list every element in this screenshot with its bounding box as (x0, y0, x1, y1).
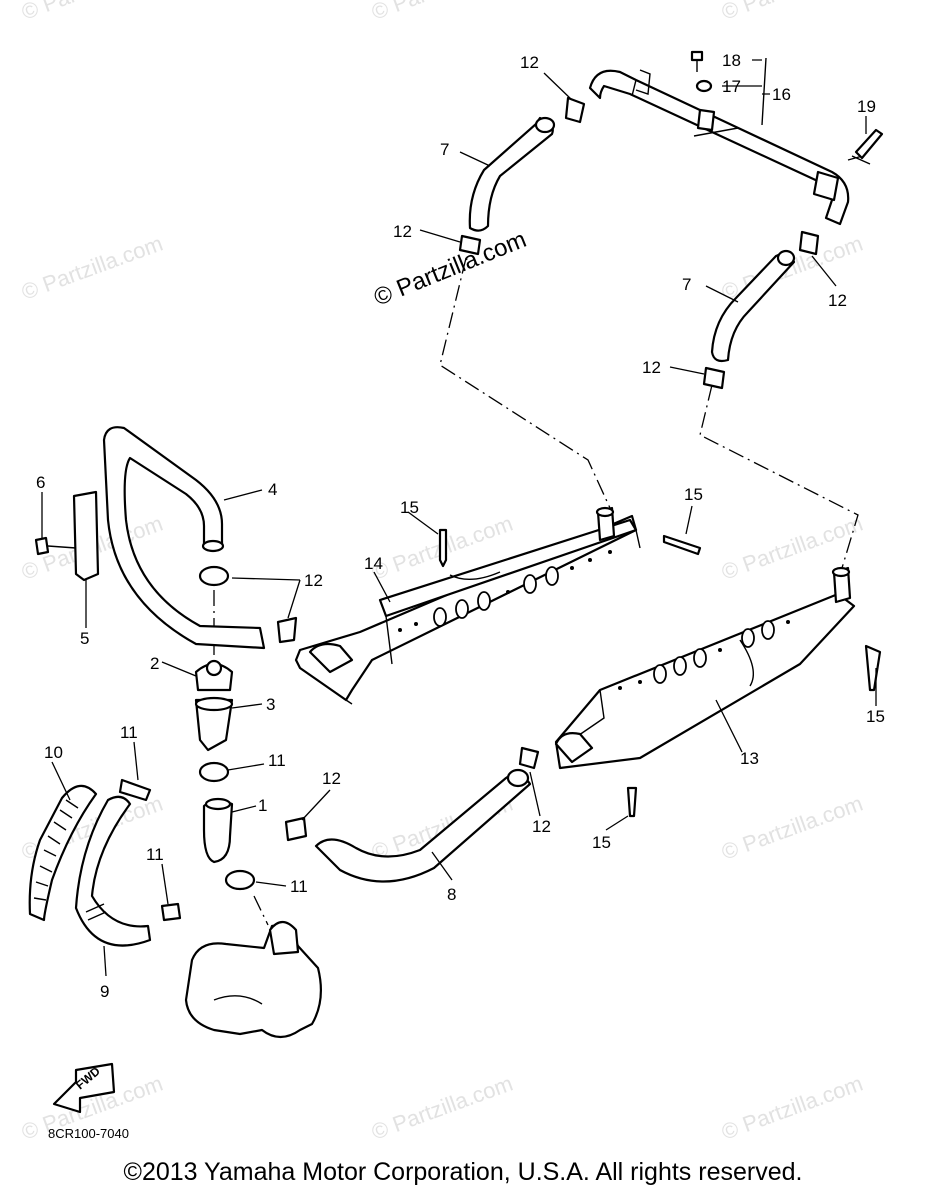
callout-11: 11 (290, 877, 308, 896)
callout-10: 10 (44, 743, 63, 762)
callout-15: 15 (684, 485, 703, 504)
watermark: © Partzilla.com (718, 1071, 866, 1145)
callout-15: 15 (866, 707, 885, 726)
rivets (438, 528, 882, 818)
callout-2: 2 (150, 654, 159, 673)
callout-12: 12 (532, 817, 551, 836)
callout-14: 14 (364, 554, 383, 573)
callout-8: 8 (447, 885, 456, 904)
heat-exchanger-right (554, 566, 856, 770)
diagram-code: 8CR100-7040 (48, 1126, 129, 1141)
hose-1 (202, 797, 234, 864)
copyright-notice: ©2013 Yamaha Motor Corporation, U.S.A. A… (123, 1158, 803, 1186)
engine-housing (184, 920, 323, 1039)
watermark: © Partzilla.com (718, 0, 866, 25)
callout-1: 1 (258, 796, 267, 815)
callout-12: 12 (828, 291, 847, 310)
upper-left-hose (458, 96, 586, 256)
upper-crossover-pipe (588, 57, 850, 226)
leader-lines (41, 59, 877, 977)
callout-13: 13 (740, 749, 759, 768)
watermarks: © Partzilla.com © Partzilla.com © Partzi… (18, 0, 866, 1145)
bent-hose-4 (34, 426, 266, 650)
watermark: © Partzilla.com (718, 791, 866, 865)
callout-16: 16 (772, 85, 791, 104)
watermark: © Partzilla.com (368, 1071, 516, 1145)
callout-19: 19 (857, 97, 876, 116)
callout-17: 17 (722, 77, 741, 96)
callout-15: 15 (400, 498, 419, 517)
callout-11: 11 (146, 845, 164, 864)
fittings-17-18-19 (690, 50, 884, 165)
callout-11: 11 (268, 751, 286, 770)
callout-11: 11 (120, 723, 138, 742)
thermostat-assembly (194, 659, 234, 752)
callout-7: 7 (682, 275, 691, 294)
callouts: 12 7 12 18 17 16 19 7 12 12 4 6 5 15 14 … (36, 51, 885, 1001)
callout-3: 3 (266, 695, 275, 714)
watermark: © Partzilla.com (368, 0, 516, 25)
callout-9: 9 (100, 982, 109, 1001)
callout-18: 18 (722, 51, 741, 70)
callout-4: 4 (268, 480, 277, 499)
upper-right-hose (702, 230, 820, 390)
callout-7: 7 (440, 140, 449, 159)
callout-12: 12 (304, 571, 323, 590)
watermark: © Partzilla.com (18, 231, 166, 305)
clamps (118, 565, 540, 922)
callout-6: 6 (36, 473, 45, 492)
callout-15: 15 (592, 833, 611, 852)
hose-9 (74, 795, 152, 947)
hose-8 (314, 768, 532, 883)
callout-12: 12 (322, 769, 341, 788)
callout-5: 5 (80, 629, 89, 648)
callout-12: 12 (642, 358, 661, 377)
callout-12: 12 (520, 53, 539, 72)
callout-12: 12 (393, 222, 412, 241)
corrugated-hose-10 (28, 784, 98, 922)
heat-exchanger-left (294, 506, 641, 705)
watermark: © Partzilla.com (18, 0, 166, 25)
